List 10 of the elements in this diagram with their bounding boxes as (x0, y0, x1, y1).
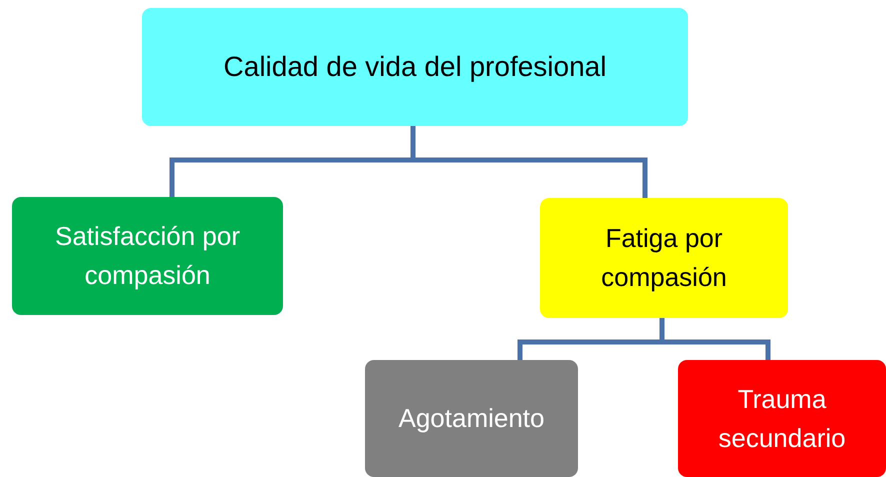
node-label: Satisfacción por compasión (54, 220, 241, 292)
concept-box (678, 360, 886, 477)
node-label: Trauma secundario (717, 382, 847, 454)
node-label: Agotamiento (398, 402, 544, 435)
title-box (142, 8, 688, 126)
concept-box (12, 197, 283, 315)
concept-box (365, 360, 578, 477)
node-label: Fatiga por compasión (600, 222, 728, 294)
node-label: Calidad de vida del profesional (224, 50, 606, 84)
concept-box (540, 198, 788, 318)
